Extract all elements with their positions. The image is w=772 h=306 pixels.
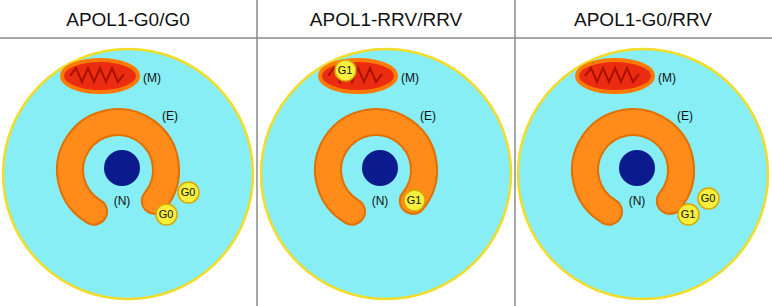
panel-title: APOL1-G0/RRV <box>574 10 712 29</box>
organelle-label: (E) <box>420 110 436 122</box>
mitochondrion <box>577 60 653 92</box>
title-text: APOL1-G0/RRV <box>574 9 712 30</box>
label-text: (E) <box>420 109 436 123</box>
protein-circle-outline <box>335 60 356 81</box>
label-text: (N) <box>114 194 131 208</box>
title-text: APOL1-RRV/RRV <box>310 9 462 30</box>
label-text: (N) <box>372 194 389 208</box>
er-outline <box>70 122 166 212</box>
label-text: (E) <box>162 109 178 123</box>
protein-circle: G1 <box>334 59 357 82</box>
panel-title: APOL1-G0/G0 <box>66 10 190 29</box>
panel-divider <box>256 0 258 306</box>
label-text: (M) <box>658 71 676 85</box>
label-text: (M) <box>143 71 161 85</box>
cell-membrane <box>3 49 253 299</box>
protein-circle: G0 <box>155 203 178 226</box>
organelle-label: (N) <box>372 195 389 207</box>
protein-circle: G0 <box>697 187 720 210</box>
protein-circle: G1 <box>403 189 426 212</box>
organelle-label: (M) <box>401 72 419 84</box>
protein-name: G0 <box>181 187 196 198</box>
er-outline <box>585 122 681 212</box>
cell-membrane <box>518 49 768 299</box>
protein-circle-outline <box>404 190 425 211</box>
nucleus <box>104 150 140 186</box>
cell-membrane <box>261 49 511 299</box>
protein-name: G0 <box>159 209 174 220</box>
endoplasmic-reticulum <box>328 122 424 212</box>
nucleus <box>619 150 655 186</box>
cristae <box>70 68 124 82</box>
cell <box>3 49 253 299</box>
label-text: (E) <box>677 109 693 123</box>
protein-text-holder: G0 <box>155 203 178 226</box>
organelle-label: (N) <box>629 195 646 207</box>
protein-text-holder: G0 <box>177 181 200 204</box>
protein-name: G1 <box>407 195 422 206</box>
cristae <box>585 68 639 82</box>
protein-circle-outline <box>156 204 177 225</box>
label-text: (N) <box>629 194 646 208</box>
protein-circle: G1 <box>677 203 700 226</box>
label-text: (M) <box>401 71 419 85</box>
protein-circle-outline <box>178 182 199 203</box>
protein-text-holder: G1 <box>677 203 700 226</box>
panel-title: APOL1-RRV/RRV <box>310 10 462 29</box>
protein-circle: G0 <box>177 181 200 204</box>
cell <box>261 49 511 299</box>
protein-name: G0 <box>701 193 716 204</box>
organelle-label: (M) <box>143 72 161 84</box>
nucleus <box>362 150 398 186</box>
organelle-label: (E) <box>677 110 693 122</box>
er-outline <box>328 122 424 212</box>
protein-text-holder: G0 <box>697 187 720 210</box>
protein-text-holder: G1 <box>334 59 357 82</box>
endoplasmic-reticulum <box>585 122 681 212</box>
protein-circle-outline <box>698 188 719 209</box>
mitochondrion <box>320 60 396 92</box>
organelle-label: (E) <box>162 110 178 122</box>
title-text: APOL1-G0/G0 <box>66 9 190 30</box>
protein-name: G1 <box>681 209 696 220</box>
organelle-label: (N) <box>114 195 131 207</box>
panel-divider <box>514 0 516 306</box>
mitochondrion <box>62 60 138 92</box>
endoplasmic-reticulum <box>70 122 166 212</box>
protein-name: G1 <box>338 65 353 76</box>
protein-circle-outline <box>678 204 699 225</box>
cell <box>518 49 768 299</box>
organelle-label: (M) <box>658 72 676 84</box>
protein-text-holder: G1 <box>403 189 426 212</box>
header-rule <box>0 37 772 39</box>
